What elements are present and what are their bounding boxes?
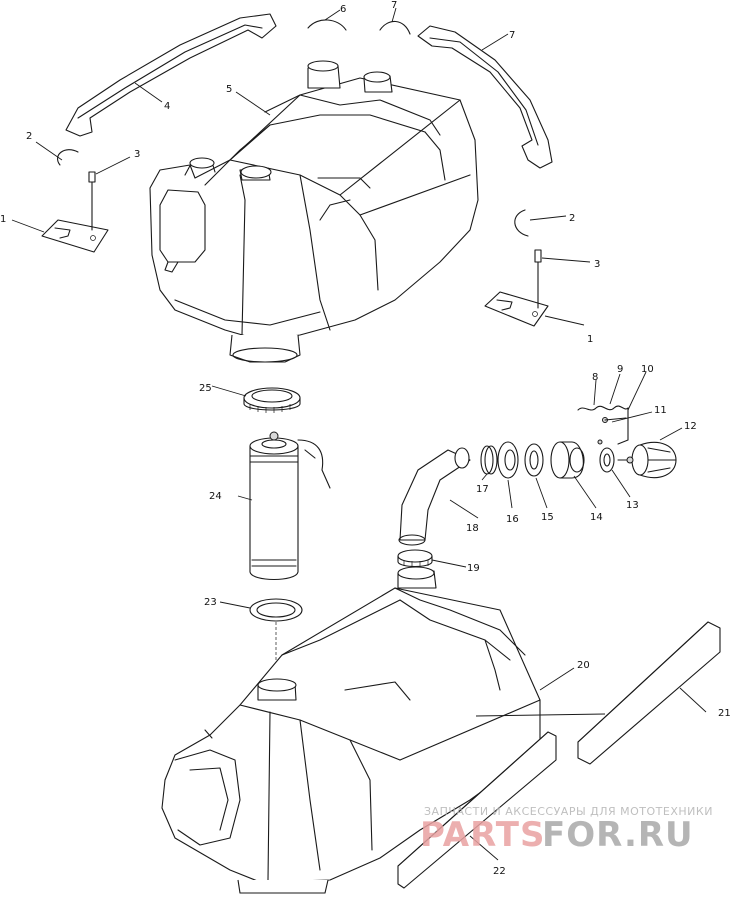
callout-labels: 1 2 3 4 5 6 7 7 2 3 1 8 9 10 11 12 13 14… <box>0 0 731 877</box>
strap-right <box>417 25 553 169</box>
fuel-pump <box>249 431 331 580</box>
foam-strip-bottom <box>397 731 557 889</box>
callout-2-right: 2 <box>569 213 575 224</box>
callout-18: 18 <box>466 523 479 534</box>
pump-gasket <box>249 598 303 680</box>
cap-tether <box>577 405 629 445</box>
watermark-logo-left: PARTS <box>420 815 545 855</box>
callout-23: 23 <box>204 597 217 608</box>
foam-strip-right <box>577 621 721 765</box>
callout-21: 21 <box>718 708 731 719</box>
callout-3: 3 <box>134 149 140 160</box>
lower-fuel-tank <box>161 566 541 894</box>
callout-24: 24 <box>209 491 222 502</box>
callout-9: 9 <box>617 364 623 375</box>
callout-8: 8 <box>592 372 598 383</box>
callout-20: 20 <box>577 660 590 671</box>
callout-7-top: 7 <box>391 0 397 11</box>
lock-ring <box>243 387 301 413</box>
callout-1-right: 1 <box>587 334 593 345</box>
upper-fuel-tank <box>149 60 479 363</box>
callout-11: 11 <box>654 405 667 416</box>
callout-7: 7 <box>509 30 515 41</box>
callout-4: 4 <box>164 101 170 112</box>
callout-25: 25 <box>199 383 212 394</box>
bracket-right <box>484 209 549 327</box>
watermark: ЗАПЧАСТИ И АКСЕССУАРЫ ДЛЯ МОТОТЕХНИКИ PA… <box>420 805 713 855</box>
callout-16: 16 <box>506 514 519 525</box>
callout-17: 17 <box>476 484 489 495</box>
leader-lines <box>11 7 707 861</box>
callout-15: 15 <box>541 512 554 523</box>
neck-ring <box>397 549 433 568</box>
filler-hose <box>398 447 471 546</box>
callout-10: 10 <box>641 364 654 375</box>
clips-top <box>307 19 411 35</box>
strap-left <box>65 13 277 137</box>
callout-2: 2 <box>26 131 32 142</box>
callout-6: 6 <box>340 4 346 15</box>
callout-14: 14 <box>590 512 603 523</box>
watermark-logo-right: FOR.RU <box>542 815 694 855</box>
callout-3-right: 3 <box>594 259 600 270</box>
callout-22: 22 <box>493 866 506 877</box>
callout-13: 13 <box>626 500 639 511</box>
filler-neck-parts <box>480 441 677 479</box>
watermark-caption: ЗАПЧАСТИ И АКСЕССУАРЫ ДЛЯ МОТОТЕХНИКИ <box>424 805 713 818</box>
callout-1: 1 <box>0 214 6 225</box>
callout-19: 19 <box>467 563 480 574</box>
callout-12: 12 <box>684 421 697 432</box>
bracket-left <box>41 149 109 253</box>
callout-5: 5 <box>226 84 232 95</box>
